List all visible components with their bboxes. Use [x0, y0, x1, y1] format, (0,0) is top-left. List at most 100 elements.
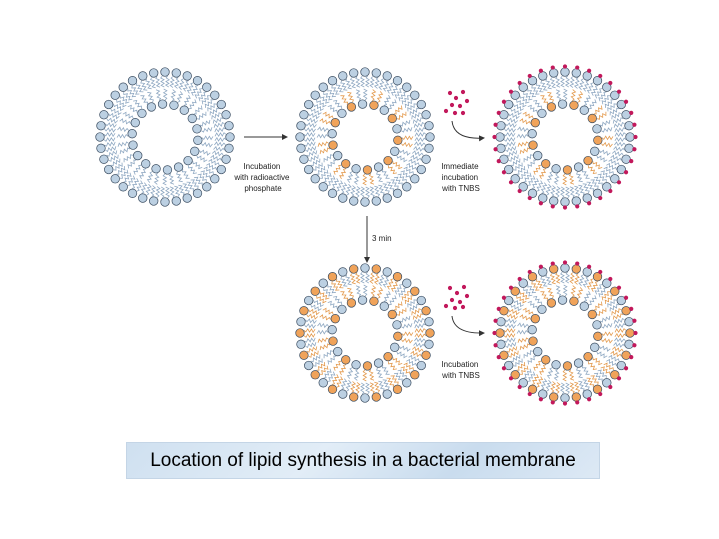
lipid-head-inner — [569, 296, 579, 306]
lipid-head-inner — [587, 113, 597, 124]
tnbs-bound — [608, 384, 613, 390]
tnbs-bound — [496, 159, 501, 164]
lipid-head-inner — [557, 295, 568, 305]
label-3min: 3 min — [372, 234, 392, 243]
lipid-head-inner — [587, 309, 597, 320]
lipid-head-outer — [216, 164, 226, 175]
tnbs-bound — [493, 343, 498, 348]
tnbs-bound — [616, 376, 622, 381]
lipid-head-outer — [538, 389, 548, 399]
lipid-head-outer — [421, 154, 431, 164]
lipid-head-inner — [528, 336, 538, 346]
tnbs-bound — [629, 355, 634, 360]
vesicle-initial — [95, 67, 235, 207]
lipid-head-outer — [96, 121, 106, 131]
tnbs-bound — [598, 73, 603, 79]
lipid-head-outer — [582, 267, 592, 277]
lipid-head-inner — [333, 150, 343, 161]
tnbs-bound — [629, 110, 634, 115]
lipid-head-outer — [582, 71, 592, 81]
tnbs-bound — [493, 147, 498, 152]
tnbs-bound — [501, 295, 507, 300]
lipid-head-outer — [299, 154, 309, 164]
lipid-head-inner — [330, 118, 340, 128]
tnbs-molecule — [447, 285, 453, 291]
lipid-head-inner — [592, 320, 602, 330]
lipid-head-inner — [373, 358, 384, 368]
lipid-head-outer — [560, 67, 570, 77]
lipid-head-outer — [582, 193, 592, 203]
lipid-head-outer — [160, 67, 170, 77]
tnbs-bound — [575, 261, 580, 266]
tnbs-molecule — [461, 284, 467, 290]
lipid-head-outer — [571, 264, 581, 274]
lipid-head-outer — [171, 196, 181, 206]
lipid-head-outer — [96, 143, 106, 153]
tnbs-bound — [598, 195, 603, 201]
lipid-head-outer — [571, 68, 581, 78]
lipid-head-outer — [327, 384, 338, 394]
lipid-head-outer — [610, 90, 620, 100]
tnbs-bound — [492, 134, 497, 140]
tnbs-bound — [633, 330, 638, 336]
label-incubation-tnbs: Incubation with TNBS — [441, 360, 480, 380]
tnbs-bound — [598, 269, 603, 275]
lipid-head-outer — [382, 389, 392, 399]
lipid-head-outer — [349, 196, 359, 206]
tnbs-bound — [527, 391, 532, 397]
tnbs-bound — [608, 80, 613, 86]
lipid-head-inner — [337, 304, 347, 315]
lipid-head-outer — [318, 82, 328, 92]
lipid-head-outer — [602, 182, 612, 192]
lipid-head-inner — [590, 146, 600, 156]
lipid-head-outer — [360, 263, 370, 273]
tnbs-bound — [492, 330, 497, 336]
tnbs-bound — [608, 188, 613, 194]
tnbs-bound — [550, 261, 555, 266]
lipid-head-outer — [349, 264, 359, 274]
lipid-head-outer — [127, 188, 138, 198]
tnbs-molecule — [460, 89, 466, 95]
lipid-head-inner — [327, 325, 337, 335]
lipid-head-inner — [328, 336, 338, 346]
tnbs-molecule — [452, 110, 458, 116]
tnbs-bound — [623, 295, 629, 300]
lipid-head-outer — [571, 196, 581, 206]
lipid-head-outer — [504, 99, 514, 110]
lipid-head-inner — [537, 108, 547, 119]
lipid-head-outer — [149, 68, 159, 78]
tnbs-bound — [629, 306, 634, 311]
lipid-head-outer — [371, 196, 381, 206]
lipid-head-outer — [416, 99, 426, 110]
lipid-head-inner — [192, 124, 202, 134]
tnbs-bound — [587, 264, 592, 269]
lipid-head-outer — [592, 76, 603, 86]
lipid-head-outer — [616, 295, 626, 306]
lipid-head-outer — [192, 76, 203, 86]
lipid-head-inner — [141, 159, 151, 169]
lipid-head-outer — [410, 90, 420, 100]
lipid-head-outer — [496, 317, 506, 327]
lipid-head-inner — [530, 118, 540, 128]
lipid-head-outer — [495, 328, 505, 338]
lipid-head-outer — [582, 389, 592, 399]
lipid-head-outer — [527, 76, 538, 86]
tnbs-bound — [501, 99, 507, 104]
lipid-head-outer — [416, 295, 426, 306]
tnbs-bound — [508, 180, 514, 185]
arrow-3min-tnbs — [451, 315, 485, 337]
lipid-head-outer — [118, 82, 128, 92]
lipid-head-inner — [346, 298, 357, 308]
lipid-head-outer — [392, 384, 403, 394]
tnbs-bound — [527, 73, 532, 79]
lipid-head-inner — [379, 105, 389, 115]
lipid-head-inner — [562, 361, 573, 371]
tnbs-molecule — [457, 299, 463, 305]
lipid-head-outer — [304, 360, 314, 371]
tnbs-bound — [575, 65, 580, 70]
lipid-head-outer — [504, 164, 514, 175]
lipid-head-outer — [424, 339, 434, 349]
tnbs-bound — [508, 376, 514, 381]
lipid-head-outer — [538, 267, 548, 277]
tnbs-bound — [623, 170, 629, 175]
